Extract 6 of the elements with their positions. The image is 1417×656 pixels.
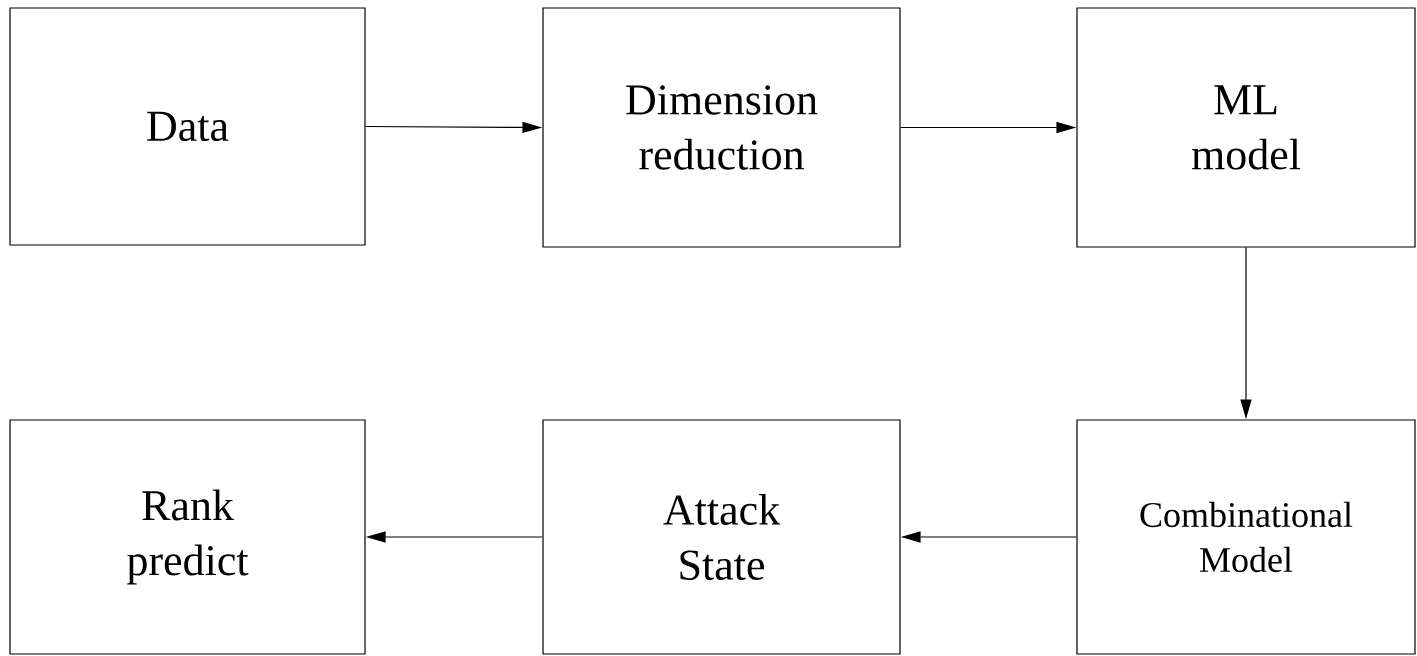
process-box: Attack State (542, 419, 901, 655)
process-box: Dimension reduction (542, 7, 901, 248)
process-box: ML model (1076, 7, 1416, 248)
process-box: Data (9, 7, 366, 246)
process-box: Combinational Model (1076, 419, 1416, 655)
process-box: Rank predict (9, 419, 366, 655)
